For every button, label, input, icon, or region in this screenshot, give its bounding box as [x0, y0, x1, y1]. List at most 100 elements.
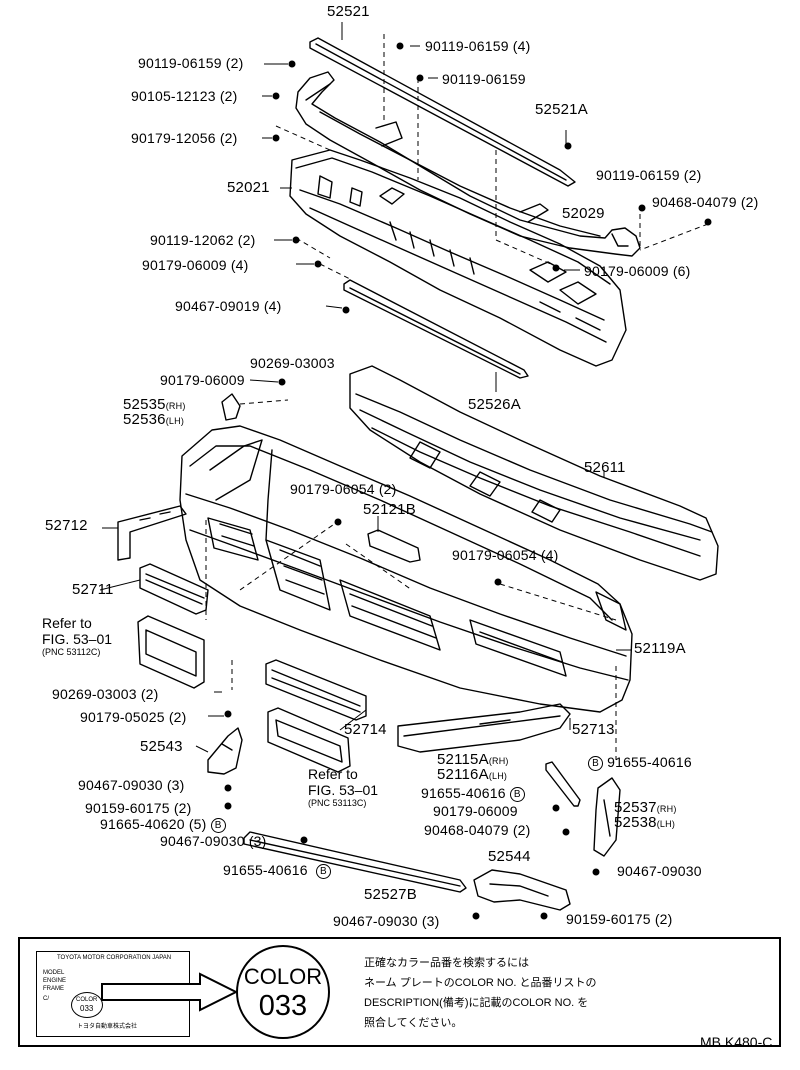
- label-52021: 52021: [227, 179, 270, 196]
- refer-note-53113c: Refer to FIG. 53–01 (PNC 53113C): [308, 766, 378, 809]
- color-code-circle: COLOR 033: [236, 945, 330, 1039]
- plate-c-label: C/: [43, 996, 49, 1002]
- label-52029: 52029: [562, 205, 605, 222]
- label-52521: 52521: [327, 3, 370, 20]
- label-52611: 52611: [584, 459, 626, 476]
- label-91665-40620-5: 91665-40620 (5) B: [100, 816, 226, 833]
- label-90179-06054-4: 90179-06054 (4): [452, 547, 559, 563]
- label-90119-06159-2a: 90119-06159 (2): [138, 55, 244, 71]
- label-90269-03003: 90269-03003: [250, 355, 335, 371]
- label-90179-06009-b: 90179-06009: [433, 803, 518, 819]
- refer-pnc: (PNC 53113C): [308, 798, 367, 808]
- part-52119A-bumper-cover: [179, 425, 633, 713]
- part-52712-bracket: [117, 505, 187, 561]
- label-52537: 52537(RH): [614, 799, 677, 816]
- label-52536: 52536(LH): [123, 411, 185, 428]
- label-90105-12123-2: 90105-12123 (2): [131, 88, 238, 104]
- note-line2: ネーム プレートのCOLOR NO. と品番リストの: [364, 977, 597, 989]
- plate-maker: TOYOTA MOTOR CORPORATION JAPAN: [57, 955, 172, 961]
- marker-b-icon: B: [509, 786, 525, 802]
- arrow-icon: [101, 972, 239, 1012]
- label-52526A: 52526A: [468, 396, 521, 413]
- part-52713-molding: [397, 703, 571, 753]
- label-52121B: 52121B: [363, 501, 416, 518]
- label-52521A: 52521A: [535, 101, 588, 118]
- marker-b-icon: B: [210, 817, 226, 833]
- label-90179-05025-2: 90179-05025 (2): [80, 709, 187, 725]
- label-52711: 52711: [72, 581, 114, 598]
- refer-line1: Refer to: [42, 615, 92, 631]
- color-word: COLOR: [243, 964, 323, 989]
- label-91655-40616-c: 91655-40616 B: [223, 862, 331, 879]
- label-52543: 52543: [140, 738, 183, 755]
- plate-footer: トヨタ自動車株式会社: [77, 1024, 138, 1030]
- refer-line1: Refer to: [308, 766, 358, 782]
- name-plate: TOYOTA MOTOR CORPORATION JAPAN MODEL ENG…: [36, 951, 190, 1037]
- plate-color-label: COLOR: [76, 997, 98, 1003]
- marker-b-icon: B: [315, 863, 331, 879]
- label-90467-09030-3c: 90467-09030 (3): [333, 913, 440, 929]
- label-91655-40616-a: B 91655-40616: [588, 754, 692, 771]
- part-52029-retainer: [295, 71, 641, 257]
- part-52543-bracket: [207, 727, 243, 775]
- plate-model: MODEL: [43, 970, 65, 976]
- color-code: 033: [258, 990, 308, 1022]
- note-line1: 正確なカラー品番を検索するには: [364, 957, 529, 969]
- label-90269-03003-2: 90269-03003 (2): [52, 686, 159, 702]
- label-52535: 52535(RH): [123, 396, 186, 413]
- label-52538: 52538(LH): [614, 814, 676, 831]
- part-52526A-seal: [343, 279, 529, 379]
- marker-b-icon: B: [588, 755, 603, 771]
- note-line3: DESCRIPTION(備考)に記載のCOLOR NO. を: [364, 997, 589, 1009]
- part-52535-bracket: [221, 393, 241, 421]
- part-fog-cover-left: [137, 615, 205, 689]
- part-52115A-stay: [545, 761, 581, 807]
- part-52544-bracket: [473, 869, 571, 911]
- label-90119-12062-2: 90119-12062 (2): [150, 232, 256, 248]
- label-90179-06009-a: 90179-06009: [160, 372, 245, 388]
- label-52115A: 52115A(RH): [437, 751, 509, 768]
- part-52121B-bracket: [367, 529, 421, 563]
- label-90159-60175-2b: 90159-60175 (2): [566, 911, 673, 927]
- part-fog-cover-right: [267, 707, 351, 773]
- label-52712: 52712: [45, 517, 88, 534]
- label-90119-06159-2b: 90119-06159 (2): [596, 167, 702, 183]
- label-90119-06159: 90119-06159: [442, 71, 526, 87]
- plate-engine: ENGINE: [43, 978, 67, 984]
- part-52527B-seal: [243, 831, 467, 893]
- label-90119-06159-4: 90119-06159 (4): [425, 38, 531, 54]
- label-52116A: 52116A(LH): [437, 766, 508, 783]
- plate-color-code: 033: [80, 1004, 94, 1013]
- label-90159-60175-2a: 90159-60175 (2): [85, 800, 192, 816]
- label-52544: 52544: [488, 848, 531, 865]
- note-line4: 照合してください。: [364, 1017, 463, 1029]
- label-90179-06009-6: 90179-06009 (6): [584, 263, 691, 279]
- part-52714-grille: [265, 659, 367, 721]
- label-90468-04079-2b: 90468-04079 (2): [424, 822, 531, 838]
- label-90467-09030-3b: 90467-09030 (3): [160, 833, 267, 849]
- label-90467-09019-4: 90467-09019 (4): [175, 298, 282, 314]
- color-info-box: [18, 937, 781, 1047]
- plate-color-ring: COLOR 033: [71, 992, 103, 1018]
- refer-line2: FIG. 53–01: [308, 782, 379, 798]
- part-52537-bracket: [593, 777, 621, 857]
- plate-frame: FRAME: [43, 986, 64, 992]
- label-52713: 52713: [572, 721, 615, 738]
- refer-line2: FIG. 53–01: [42, 631, 113, 647]
- label-91655-40616-b: 91655-40616 B: [421, 785, 525, 802]
- refer-pnc: (PNC 53112C): [42, 647, 101, 657]
- label-52119A: 52119A: [634, 640, 686, 657]
- part-52611-absorber: [349, 365, 719, 581]
- label-90179-12056-2: 90179-12056 (2): [131, 130, 238, 146]
- part-52711-grille: [139, 563, 209, 615]
- refer-note-53112c: Refer to FIG. 53–01 (PNC 53112C): [42, 615, 112, 658]
- label-90468-04079-2a: 90468-04079 (2): [652, 194, 759, 210]
- label-90179-06009-4: 90179-06009 (4): [142, 257, 249, 273]
- label-90467-09030-3a: 90467-09030 (3): [78, 777, 185, 793]
- label-52714: 52714: [344, 721, 387, 738]
- part-52521-seal-strip: [309, 37, 576, 187]
- label-90179-06054-2: 90179-06054 (2): [290, 481, 397, 497]
- diagram-code: MB K480-C: [700, 1034, 773, 1050]
- label-90467-09030: 90467-09030: [617, 863, 702, 879]
